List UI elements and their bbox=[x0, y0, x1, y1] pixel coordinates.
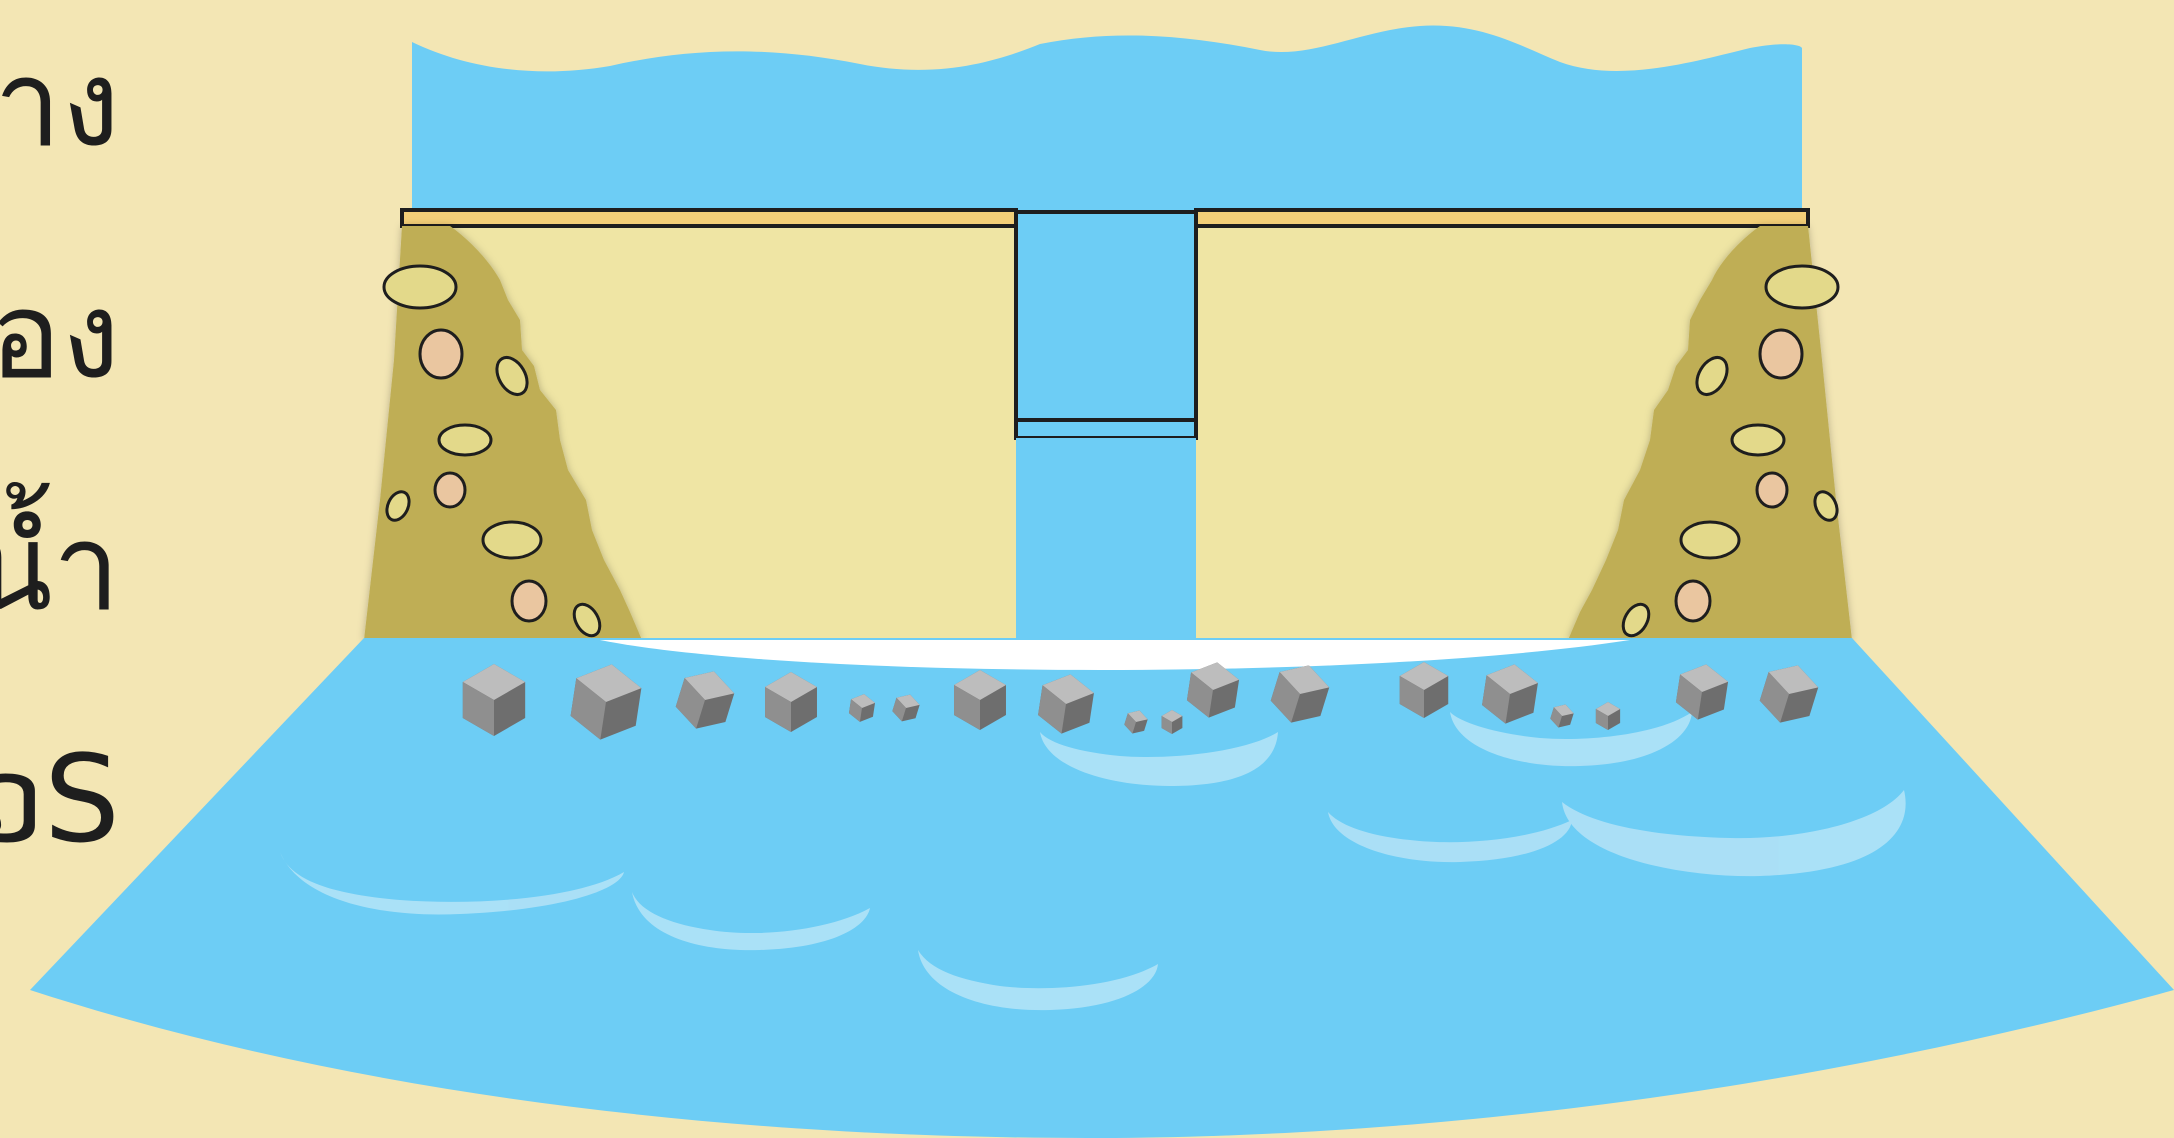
left-bank-pebbles bbox=[382, 264, 602, 638]
stone bbox=[1759, 665, 1819, 723]
stone bbox=[1186, 662, 1240, 718]
right-bank-pebbles bbox=[1621, 264, 1840, 638]
side-text-line-1: าง bbox=[0, 40, 120, 174]
dam-crest-right bbox=[1194, 208, 1810, 228]
stone bbox=[765, 672, 817, 732]
stone bbox=[1550, 704, 1574, 728]
stone bbox=[848, 694, 876, 722]
stones-row bbox=[462, 662, 1819, 740]
stone bbox=[1270, 665, 1330, 723]
stone bbox=[462, 664, 526, 736]
river-water bbox=[30, 638, 2174, 1138]
side-text: าง อง น้ำ ວS bbox=[0, 40, 130, 900]
stone bbox=[570, 664, 642, 740]
stone bbox=[675, 671, 735, 729]
side-text-line-4: ວS bbox=[0, 731, 120, 870]
spillway-fall bbox=[1016, 438, 1196, 650]
foam bbox=[600, 640, 1630, 670]
stone bbox=[954, 670, 1006, 730]
stone bbox=[1482, 664, 1538, 724]
reservoir-water bbox=[412, 25, 1802, 230]
stone bbox=[1161, 710, 1183, 734]
stone bbox=[1124, 710, 1148, 734]
stone bbox=[1399, 662, 1449, 718]
stone bbox=[892, 694, 920, 722]
stone bbox=[1595, 702, 1621, 730]
ripples bbox=[280, 712, 1906, 1011]
dam-crest-left bbox=[400, 208, 1018, 228]
stone bbox=[1675, 664, 1729, 720]
side-text-line-3: น้ำ bbox=[0, 499, 120, 638]
stone bbox=[1038, 674, 1094, 734]
spillway-channel bbox=[1014, 210, 1198, 422]
spillway-sill bbox=[1014, 418, 1198, 440]
left-bank bbox=[364, 226, 642, 640]
side-text-line-2: อง bbox=[0, 267, 120, 406]
